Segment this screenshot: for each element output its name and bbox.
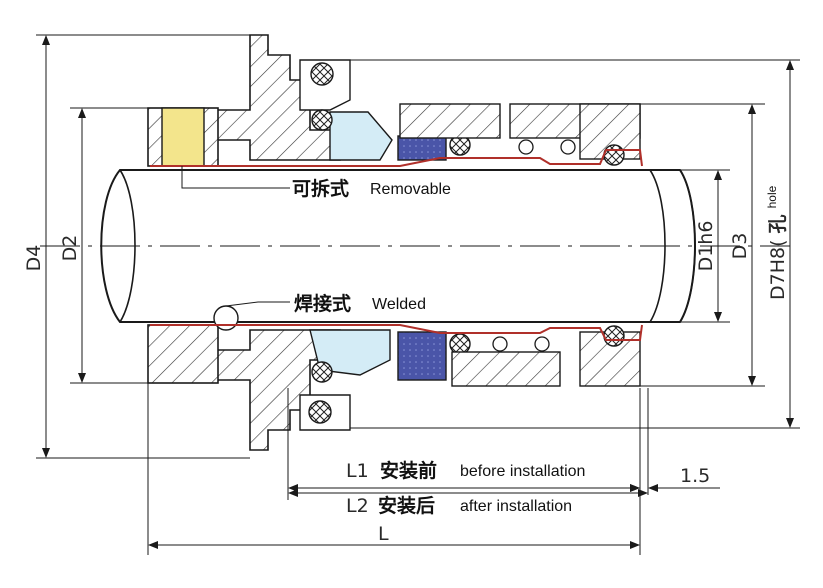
- l1-symbol: L1: [346, 460, 369, 482]
- d1-label: D1h6: [695, 221, 717, 272]
- l1-label-en: before installation: [460, 463, 585, 480]
- d7-label: D7H8( 孔 hole: [765, 185, 789, 300]
- shaft: [40, 169, 790, 323]
- seal-lower-half: [147, 305, 643, 451]
- dimension-lines: [36, 34, 800, 555]
- d3-label: D3: [729, 233, 751, 260]
- dimension-text: D4 D2 D1h6 D3 D7H8( 孔 hole 可拆式 Removable…: [23, 177, 789, 545]
- d7-sup: hole: [765, 185, 779, 208]
- l2-symbol: L2: [346, 495, 369, 517]
- d2-label: D2: [59, 235, 81, 262]
- d7-cn: 孔: [767, 214, 789, 233]
- l2-label-en: after installation: [460, 498, 572, 515]
- removable-label-cn: 可拆式: [292, 177, 349, 200]
- d7-main: D7H8(: [767, 239, 789, 300]
- d4-label: D4: [23, 245, 45, 272]
- gap-value: 1.5: [680, 465, 710, 487]
- l1-label-cn: 安装前: [380, 459, 437, 482]
- welded-label-en: Welded: [372, 296, 426, 313]
- welded-label-cn: 焊接式: [294, 292, 351, 315]
- seal-upper-half: [147, 34, 643, 167]
- removable-label-en: Removable: [370, 181, 451, 198]
- l2-label-cn: 安装后: [378, 494, 435, 517]
- l-symbol: L: [378, 523, 389, 545]
